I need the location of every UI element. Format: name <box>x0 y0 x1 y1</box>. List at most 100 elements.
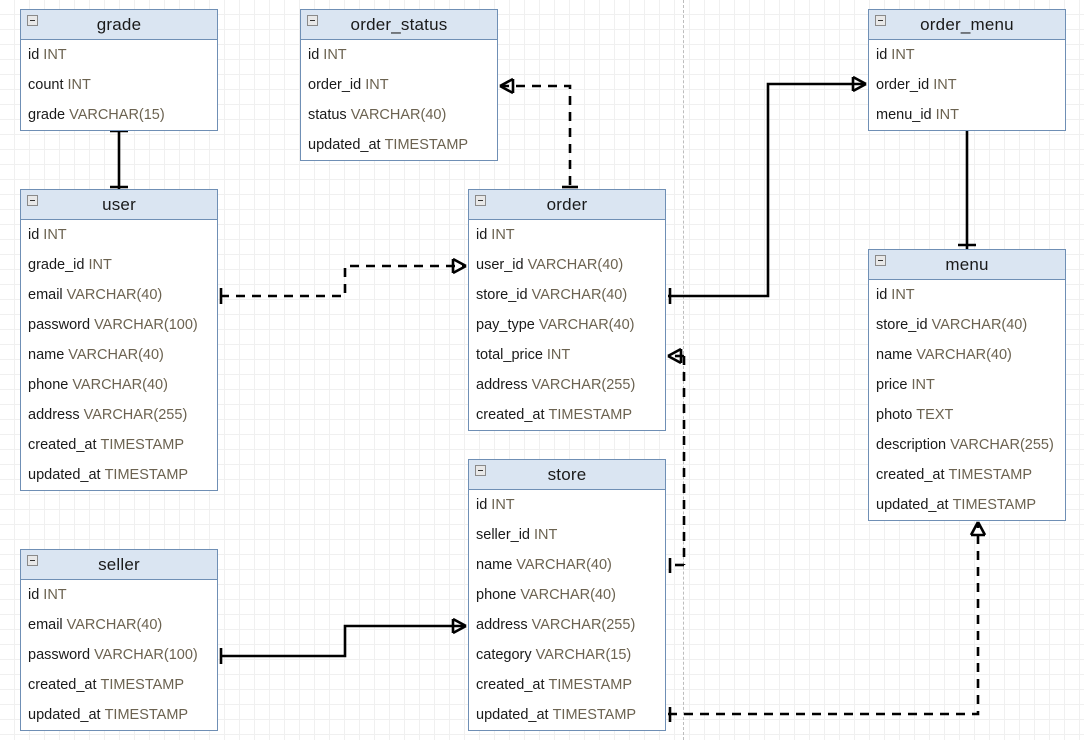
minus-box-icon[interactable] <box>27 555 38 566</box>
edge-user-order[interactable] <box>219 257 467 304</box>
attribute-name: updated_at <box>308 137 381 153</box>
entity-order-header[interactable]: order <box>469 190 665 220</box>
attribute-type: VARCHAR(40) <box>538 317 635 333</box>
attribute-type: INT <box>891 47 915 63</box>
page-break-line <box>683 0 684 740</box>
edge-store-menu[interactable] <box>668 521 987 722</box>
attribute-name: address <box>476 377 528 393</box>
entity-store-header[interactable]: store <box>469 460 665 490</box>
edge-order-ordermenu[interactable] <box>668 75 867 304</box>
attribute-type: INT <box>43 587 67 603</box>
attribute-type: INT <box>935 107 959 123</box>
edge-orderstatus-order[interactable] <box>499 77 578 189</box>
entity-menu-header[interactable]: menu <box>869 250 1065 280</box>
attribute-type: VARCHAR(40) <box>350 107 447 123</box>
attribute-type: VARCHAR(100) <box>94 317 198 333</box>
minus-box-icon[interactable] <box>27 15 38 26</box>
attribute-type: VARCHAR(15) <box>69 107 165 123</box>
entity-order-menu-header[interactable]: order_menu <box>869 10 1065 40</box>
minus-box-icon[interactable] <box>875 255 886 266</box>
edge-grade-user[interactable] <box>110 129 128 189</box>
attribute-type: VARCHAR(40) <box>516 557 612 573</box>
minus-box-icon[interactable] <box>475 195 486 206</box>
entity-seller-header[interactable]: seller <box>21 550 217 580</box>
entity-order-status-header[interactable]: order_status <box>301 10 497 40</box>
attribute-type: TIMESTAMP <box>104 467 189 483</box>
entity-grade-header[interactable]: grade <box>21 10 217 40</box>
edge-ordermenu-menu[interactable] <box>958 115 976 249</box>
edge-seller-store[interactable] <box>219 617 467 664</box>
attribute-type: TIMESTAMP <box>100 437 185 453</box>
attribute-name: created_at <box>476 407 545 423</box>
entity-user-header[interactable]: user <box>21 190 217 220</box>
minus-box-icon[interactable] <box>875 15 886 26</box>
edge-order-store[interactable] <box>667 347 686 573</box>
minus-box-icon[interactable] <box>475 465 486 476</box>
minus-box-icon[interactable] <box>307 15 318 26</box>
minus-box-icon[interactable] <box>27 195 38 206</box>
attribute-name: order_id <box>876 77 930 93</box>
attribute-type: TEXT <box>916 407 954 423</box>
attribute-type: VARCHAR(40) <box>520 587 616 603</box>
